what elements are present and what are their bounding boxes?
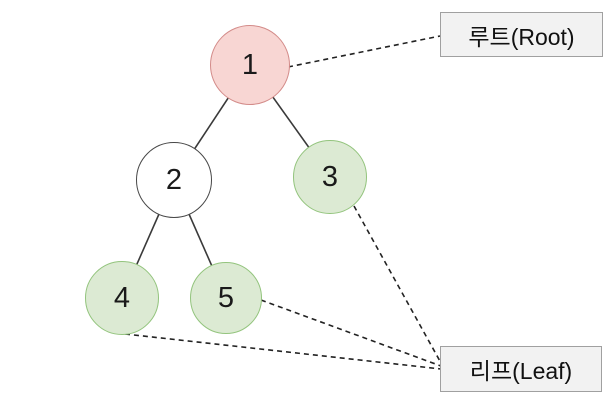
root-label-connector-0 — [287, 35, 441, 68]
leaf-label-text: 리프(Leaf) — [469, 358, 573, 384]
tree-node-4-leaf: 4 — [85, 261, 159, 335]
tree-node-3-leaf: 3 — [293, 140, 367, 214]
root-label-text: 루트(Root) — [468, 23, 575, 50]
leaf-label-box: 리프(Leaf) — [440, 346, 602, 392]
leaf-label-connector-0 — [353, 205, 442, 364]
tree-node-1-root: 1 — [210, 25, 290, 105]
root-label-box: 루트(Root) — [440, 12, 603, 57]
tree-node-2-internal: 2 — [136, 142, 212, 218]
leaf-label-connector-1 — [260, 299, 442, 367]
leaf-label-connector-2 — [124, 333, 442, 370]
tree-node-5-leaf: 5 — [190, 262, 262, 334]
